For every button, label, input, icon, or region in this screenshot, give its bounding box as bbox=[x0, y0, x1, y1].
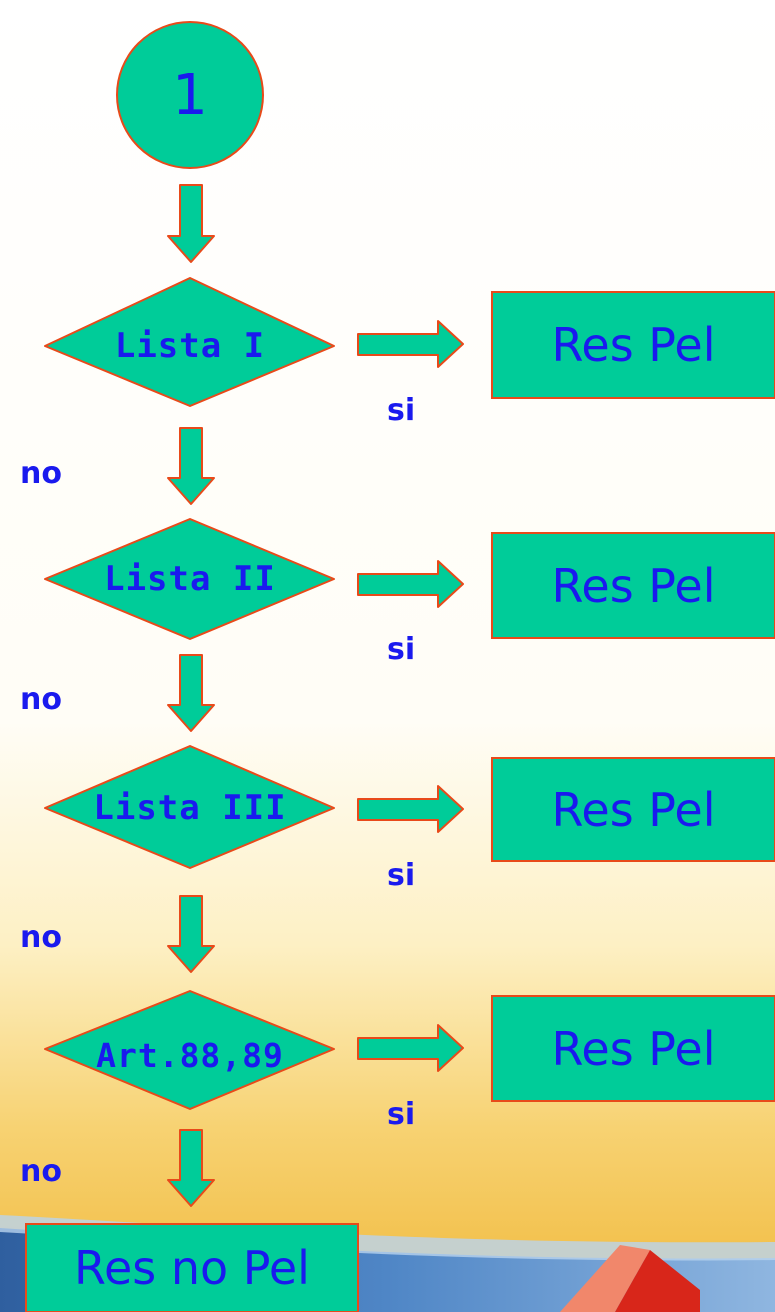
right-arrow-2 bbox=[357, 560, 464, 608]
result-label-1: Res Pel bbox=[551, 318, 716, 372]
start-label: 1 bbox=[172, 62, 208, 128]
decision-label-3: Lista III bbox=[93, 788, 287, 828]
decision-label-2: Lista II bbox=[104, 559, 276, 599]
down-arrow-2 bbox=[167, 427, 215, 505]
start-circle bbox=[116, 21, 264, 169]
decision-label-1: Lista I bbox=[114, 326, 266, 366]
final-result-box bbox=[25, 1223, 359, 1312]
right-arrow-3 bbox=[357, 785, 464, 833]
result-label-4: Res Pel bbox=[551, 1021, 716, 1076]
decision-diamond-1 bbox=[44, 277, 335, 407]
decision-diamond-4 bbox=[44, 990, 335, 1110]
result-box-2 bbox=[491, 532, 775, 639]
result-box-4 bbox=[491, 995, 775, 1102]
right-arrow-4 bbox=[357, 1024, 464, 1072]
decision-diamond-2 bbox=[44, 518, 335, 640]
house-decoration bbox=[560, 1245, 700, 1312]
yes-label-2: si bbox=[387, 632, 416, 667]
yes-label-1: si bbox=[387, 393, 416, 428]
no-label-4: no bbox=[20, 1154, 62, 1189]
result-box-3 bbox=[491, 757, 775, 862]
yes-label-3: si bbox=[387, 858, 416, 893]
no-label-2: no bbox=[20, 682, 62, 717]
right-arrow-1 bbox=[357, 320, 464, 368]
no-label-3: no bbox=[20, 920, 62, 955]
result-box-1 bbox=[491, 291, 775, 399]
down-arrow-1 bbox=[167, 184, 215, 263]
final-result-label: Res no Pel bbox=[74, 1241, 310, 1295]
result-label-2: Res Pel bbox=[551, 558, 716, 613]
down-arrow-5 bbox=[167, 1129, 215, 1207]
yes-label-4: si bbox=[387, 1097, 416, 1132]
decision-diamond-3 bbox=[44, 745, 335, 869]
down-arrow-4 bbox=[167, 895, 215, 973]
decision-label-4: Art.88,89 bbox=[96, 1035, 284, 1075]
result-label-3: Res Pel bbox=[551, 782, 716, 837]
down-arrow-3 bbox=[167, 654, 215, 732]
no-label-1: no bbox=[20, 456, 62, 491]
